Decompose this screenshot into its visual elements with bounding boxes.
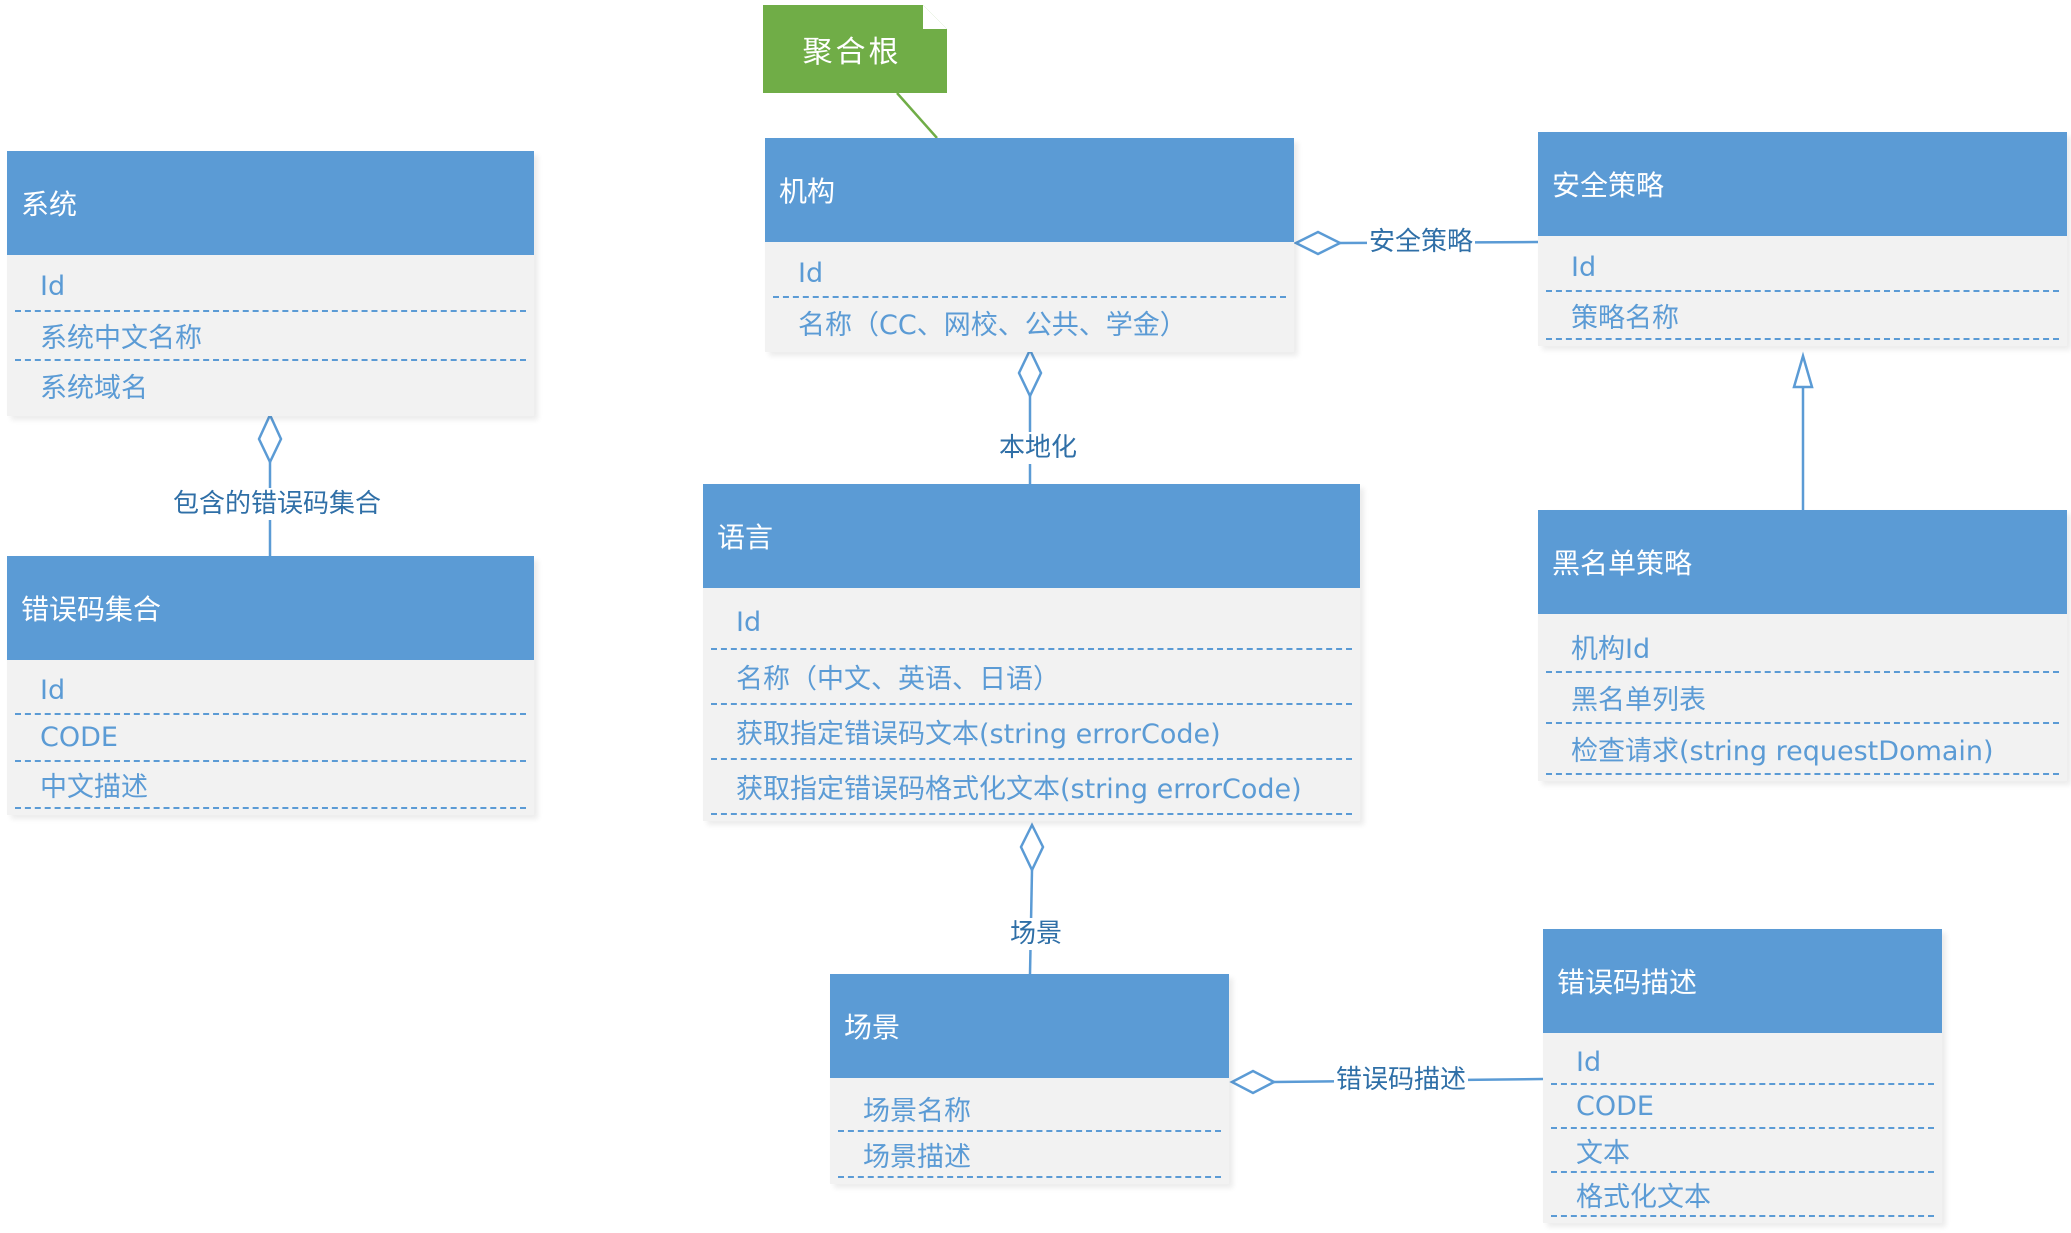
class-header: 机构 bbox=[765, 138, 1294, 242]
class-attributes: Id 系统中文名称 系统域名 bbox=[7, 255, 534, 416]
class-security-policy: 安全策略 Id 策略名称 bbox=[1538, 132, 2067, 346]
class-language: 语言 Id 名称（中文、英语、日语） 获取指定错误码文本(string erro… bbox=[703, 484, 1360, 821]
attribute: CODE bbox=[15, 715, 526, 762]
attribute: Id bbox=[773, 250, 1286, 298]
system-aggregation-diamond bbox=[257, 411, 283, 465]
relation-label-system-errorset: 包含的错误码集合 bbox=[171, 488, 384, 520]
class-attributes: Id 名称（CC、网校、公共、学金） bbox=[765, 242, 1294, 352]
class-header: 错误码描述 bbox=[1543, 929, 1942, 1033]
attribute: 中文描述 bbox=[15, 762, 526, 809]
class-organization: 机构 Id 名称（CC、网校、公共、学金） bbox=[765, 138, 1294, 352]
org-aggregation-diamond bbox=[1293, 230, 1343, 256]
attribute: 黑名单列表 bbox=[1546, 673, 2059, 724]
attribute: Id bbox=[1546, 244, 2059, 292]
relation-label-org-security: 安全策略 bbox=[1367, 226, 1476, 258]
attribute: 场景名称 bbox=[838, 1086, 1221, 1132]
class-error-code-set: 错误码集合 Id CODE 中文描述 bbox=[7, 556, 534, 815]
attribute: 名称（CC、网校、公共、学金） bbox=[798, 309, 1187, 341]
class-attributes: Id CODE 中文描述 bbox=[7, 660, 534, 815]
scene-aggregation-diamond bbox=[1229, 1069, 1277, 1095]
class-system: 系统 Id 系统中文名称 系统域名 bbox=[7, 151, 534, 416]
attribute: 策略名称 bbox=[1546, 292, 2059, 340]
class-header: 语言 bbox=[703, 484, 1360, 588]
language-aggregation-diamond bbox=[1019, 822, 1045, 873]
aggregate-root-note: 聚合根 bbox=[763, 5, 947, 93]
class-blacklist-policy: 黑名单策略 机构Id 黑名单列表 检查请求(string requestDoma… bbox=[1538, 510, 2067, 781]
attribute: 场景描述 bbox=[838, 1132, 1221, 1178]
relation-label-org-language: 本地化 bbox=[997, 432, 1080, 464]
class-attributes: Id 策略名称 bbox=[1538, 236, 2067, 346]
class-header: 错误码集合 bbox=[7, 556, 534, 660]
class-attributes: 机构Id 黑名单列表 检查请求(string requestDomain) bbox=[1538, 614, 2067, 781]
aggregate-root-note-text: 聚合根 bbox=[802, 35, 902, 70]
attribute: 文本 bbox=[1551, 1129, 1934, 1173]
class-header: 场景 bbox=[830, 974, 1229, 1078]
relation-label-language-scene: 场景 bbox=[1008, 918, 1065, 950]
attribute: 获取指定错误码格式化文本(string errorCode) bbox=[711, 760, 1352, 815]
attribute: CODE bbox=[1551, 1085, 1934, 1129]
class-attributes: Id CODE 文本 格式化文本 bbox=[1543, 1033, 1942, 1223]
attribute: 检查请求(string requestDomain) bbox=[1546, 724, 2059, 775]
attribute: 系统中文名称 bbox=[15, 312, 526, 361]
class-error-code-description: 错误码描述 Id CODE 文本 格式化文本 bbox=[1543, 929, 1942, 1223]
generalization-triangle bbox=[1792, 351, 1814, 389]
attribute: Id bbox=[1551, 1041, 1934, 1085]
attribute: 格式化文本 bbox=[1551, 1173, 1934, 1217]
attribute: 名称（中文、英语、日语） bbox=[711, 650, 1352, 705]
attribute: 获取指定错误码文本(string errorCode) bbox=[711, 705, 1352, 760]
class-header: 系统 bbox=[7, 151, 534, 255]
class-attributes: 场景名称 场景描述 bbox=[830, 1078, 1229, 1184]
class-scene: 场景 场景名称 场景描述 bbox=[830, 974, 1229, 1184]
attribute: Id bbox=[15, 668, 526, 715]
attribute: Id bbox=[15, 263, 526, 312]
class-header: 黑名单策略 bbox=[1538, 510, 2067, 614]
attribute: Id bbox=[711, 596, 1352, 650]
note-anchor-line bbox=[896, 92, 938, 139]
attribute: 系统域名 bbox=[40, 373, 148, 404]
org-language-diamond bbox=[1017, 347, 1043, 399]
class-header: 安全策略 bbox=[1538, 132, 2067, 236]
class-attributes: Id 名称（中文、英语、日语） 获取指定错误码文本(string errorCo… bbox=[703, 588, 1360, 821]
attribute: 机构Id bbox=[1546, 622, 2059, 673]
relation-label-scene-errordesc: 错误码描述 bbox=[1334, 1064, 1469, 1096]
